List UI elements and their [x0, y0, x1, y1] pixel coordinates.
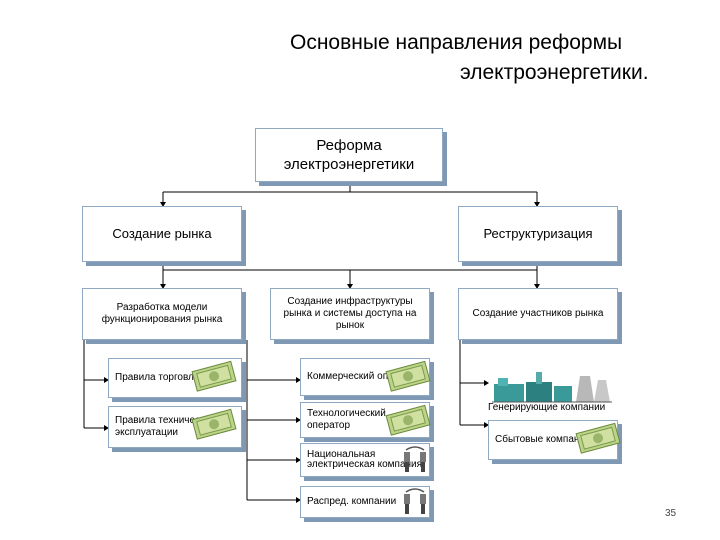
money-icon [575, 422, 621, 454]
node-generating: Генерирующие компании [488, 402, 606, 413]
title-line-1: Основные направления реформы [290, 31, 623, 54]
node-infrastructure: Создание инфраструктуры рынка и системы … [270, 288, 430, 340]
node-tech-operator-label: Технологический оператор [307, 408, 386, 431]
node-participants: Создание участников рынка [458, 288, 618, 340]
node-distribution-label: Распред. компании [307, 496, 397, 507]
node-restructuring: Реструктуризация [458, 206, 618, 262]
money-icon [191, 360, 237, 392]
page-number: 35 [665, 508, 677, 519]
page-title: Основные направления реформы электроэнер… [290, 28, 690, 88]
money-icon [191, 408, 237, 440]
node-sales-label: Сбытовые компании [495, 434, 591, 445]
node-infrastructure-label: Создание инфраструктуры рынка и системы … [283, 296, 417, 331]
node-tech-rules-label: Правила технической эксплуатации [115, 415, 216, 438]
node-trade-rules-label: Правила торговли [115, 372, 200, 383]
node-root-label: Реформа электроэнергетики [283, 137, 415, 173]
node-restructuring-label: Реструктуризация [483, 226, 593, 241]
node-model-label: Разработка модели функционирования рынка [101, 302, 223, 325]
node-national-grid-label: Национальная электрическая компания [307, 449, 423, 470]
node-market: Создание рынка [82, 206, 242, 262]
power-plant-icon [492, 372, 612, 403]
node-market-label: Создание рынка [112, 226, 212, 241]
node-root: Реформа электроэнергетики [255, 128, 443, 182]
title-line-2: электроэнергетики. [460, 61, 649, 84]
connector-plug-icon [404, 488, 426, 514]
connector-plug-icon [404, 446, 426, 472]
node-participants-label: Создание участников рынка [472, 308, 604, 319]
money-icon [385, 360, 431, 392]
money-icon [385, 404, 431, 436]
node-model: Разработка модели функционирования рынка [82, 288, 242, 340]
node-commercial-operator-label: Коммерческий оператор [307, 371, 421, 382]
